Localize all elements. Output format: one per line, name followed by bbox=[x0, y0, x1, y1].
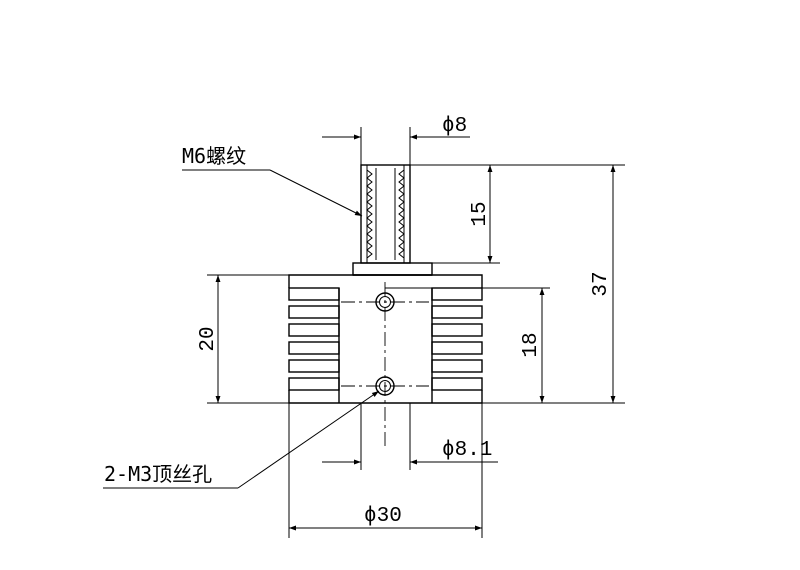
threaded-tube bbox=[360, 164, 411, 264]
heatsink-fin bbox=[288, 305, 340, 319]
heatsink-fin bbox=[288, 287, 340, 301]
heatsink-fin bbox=[431, 305, 483, 319]
dim-body-diameter: ϕ30 bbox=[364, 505, 402, 528]
heatsink-fin bbox=[431, 377, 483, 391]
neck bbox=[352, 262, 433, 276]
thread-label: M6螺纹 bbox=[182, 144, 246, 168]
dim-thread-length: 15 bbox=[469, 201, 492, 226]
center-axis bbox=[341, 282, 429, 448]
extension-lines bbox=[207, 127, 625, 538]
dim-bore-diameter: ϕ8.1 bbox=[442, 439, 492, 462]
heatsink-body bbox=[288, 274, 483, 404]
heatsink-fin bbox=[431, 341, 483, 355]
heatsink-fin bbox=[431, 359, 483, 373]
heatsink-fin bbox=[431, 323, 483, 337]
dim-total-height: 37 bbox=[590, 271, 613, 296]
heatsink-fin bbox=[288, 359, 340, 373]
heatsink-fin bbox=[431, 287, 483, 301]
set-screw-hole-lower bbox=[375, 376, 395, 396]
heatsink-fin bbox=[288, 377, 340, 391]
leader-set-screw bbox=[103, 390, 380, 489]
dimension-lines bbox=[215, 134, 616, 531]
heatsink-fin bbox=[288, 341, 340, 355]
leader-thread bbox=[182, 169, 363, 217]
dim-block-height: 20 bbox=[197, 326, 220, 351]
dim-hole-spacing: 18 bbox=[520, 332, 543, 357]
set-screw-hole-upper bbox=[375, 292, 395, 312]
heatsink-fin bbox=[288, 323, 340, 337]
set-screw-label: 2-M3顶丝孔 bbox=[104, 462, 212, 486]
dim-tube-diameter: ϕ8 bbox=[442, 115, 467, 138]
